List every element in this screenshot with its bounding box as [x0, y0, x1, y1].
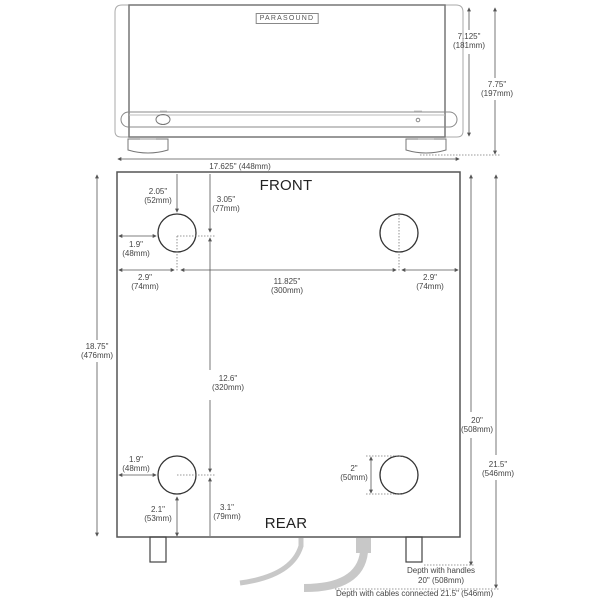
depth-body-dimension: 20" (508mm): [460, 416, 494, 434]
height-total-dimension: 7.75" (197mm): [480, 80, 514, 98]
rear-label: REAR: [264, 515, 308, 532]
front-foot-edge-dimension: 2.05" (52mm): [144, 187, 172, 205]
left-foot: [127, 138, 169, 154]
right-center-dimension: 2.9" (74mm): [416, 273, 444, 291]
rear-handle-left: [149, 536, 167, 563]
brand-logo: PARASOUND: [255, 13, 319, 24]
right-foot: [405, 138, 447, 154]
cables-depth-note: Depth with cables connected 21.5" (546mm…: [336, 589, 494, 598]
foot-spacing-depth-dimension: 12.6" (320mm): [211, 374, 245, 392]
rear-foot-edge-dimension: 2.1" (53mm): [144, 505, 172, 523]
foot-rear-right-icon: [379, 455, 419, 495]
rear-foot-center-dimension: 3.1" (79mm): [213, 503, 241, 521]
height-body-dimension: 7.125" (181mm): [452, 32, 486, 50]
cable-1: [239, 538, 304, 586]
front-foot-center-dimension: 3.05" (77mm): [212, 195, 240, 213]
power-button-icon: [155, 114, 171, 125]
foot-diameter-dimension: 2" (50mm): [340, 464, 368, 482]
front-label: FRONT: [259, 177, 313, 194]
rear-handle-right: [405, 536, 423, 563]
chassis-outline: [116, 171, 461, 538]
left-depth-dimension: 18.75" (476mm): [80, 342, 114, 360]
front-bar: [120, 111, 458, 128]
handles-depth-note: Depth with handles 20" (508mm): [407, 566, 476, 585]
rear-foot-side-dimension: 1.9" (48mm): [122, 455, 150, 473]
standby-led-icon: [415, 117, 421, 123]
amp-body: [128, 4, 446, 138]
depth-cables-dimension: 21.5" (546mm): [481, 460, 515, 478]
right-handle: [445, 4, 464, 138]
front-view: [114, 4, 464, 154]
cable-2: [303, 551, 368, 592]
front-foot-side-dimension: 1.9" (48mm): [122, 240, 150, 258]
width-dimension: 17.625" (448mm): [209, 162, 271, 171]
left-handle: [114, 4, 129, 138]
left-center-dimension: 2.9" (74mm): [131, 273, 159, 291]
foot-spacing-width-dimension: 11.825" (300mm): [270, 277, 304, 295]
